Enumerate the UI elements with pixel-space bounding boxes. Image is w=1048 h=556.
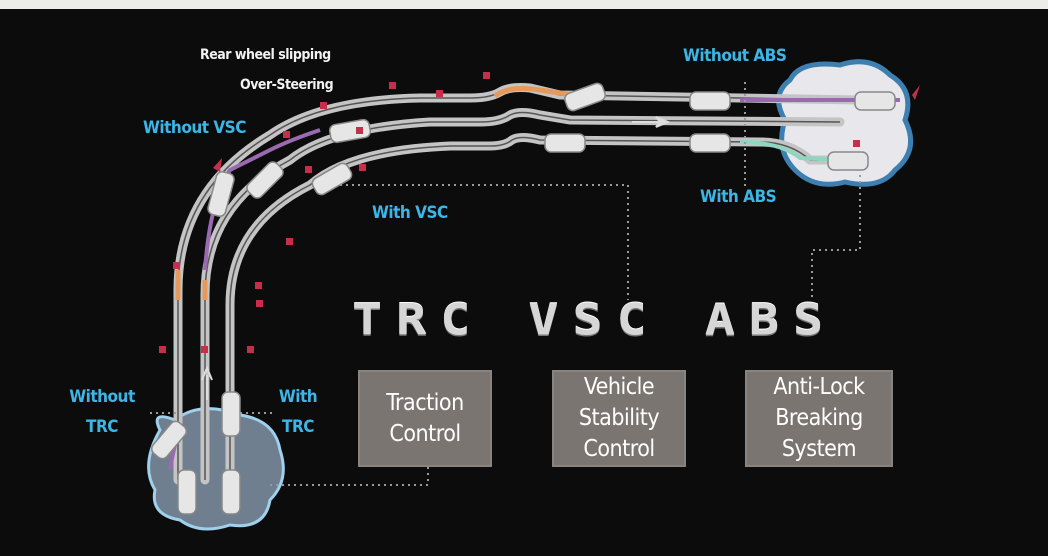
car xyxy=(207,171,235,217)
connector-trc xyxy=(270,467,429,486)
car xyxy=(854,91,896,111)
systems-title: TRC VSC ABS xyxy=(352,295,838,345)
label-without-trc-line1: Without xyxy=(69,387,135,407)
abs-trail xyxy=(739,140,841,162)
box-line: Stability xyxy=(578,405,660,431)
skid-trail-vsc xyxy=(203,128,321,271)
skid-arrow-icon xyxy=(213,158,222,172)
label-with-abs: With ABS xyxy=(700,187,777,207)
box-line: Anti-Lock xyxy=(773,374,865,400)
marker xyxy=(359,164,366,171)
box-line: Traction xyxy=(386,389,464,416)
marker xyxy=(283,131,290,138)
marker xyxy=(853,140,860,147)
top-band xyxy=(0,0,1048,9)
marker xyxy=(201,346,208,353)
marker xyxy=(286,238,293,245)
box-line: Control xyxy=(389,420,461,447)
marker xyxy=(436,90,443,97)
markers xyxy=(159,72,860,353)
marker xyxy=(389,82,396,89)
car xyxy=(221,469,241,515)
box-line: Breaking xyxy=(775,405,863,431)
car xyxy=(689,91,731,111)
label-with-trc-line2: TRC xyxy=(282,417,314,437)
label-with-trc-line1: With xyxy=(278,387,318,407)
marker xyxy=(159,346,166,353)
box-line: Vehicle xyxy=(583,374,655,400)
label-rear-wheel-slipping: Rear wheel slipping xyxy=(200,47,331,63)
arrow-right-icon xyxy=(632,116,671,128)
car xyxy=(328,118,372,144)
skid-arrow-icon xyxy=(912,85,920,100)
car xyxy=(689,133,731,153)
marker xyxy=(173,262,180,269)
box-line: System xyxy=(781,436,857,462)
slip-trail-trc xyxy=(175,270,208,300)
label-with-trc: With TRC xyxy=(270,382,326,442)
car xyxy=(221,391,241,437)
connectors xyxy=(150,82,861,486)
label-over-steering: Over-Steering xyxy=(240,77,334,93)
marker xyxy=(356,127,363,134)
connector-vsc xyxy=(340,184,629,300)
label-without-abs: Without ABS xyxy=(683,46,787,66)
car xyxy=(177,469,197,515)
marker xyxy=(305,166,312,173)
car xyxy=(827,151,869,171)
marker xyxy=(247,346,254,353)
label-without-trc: Without TRC xyxy=(62,382,142,442)
label-without-trc-line2: TRC xyxy=(86,417,118,437)
marker xyxy=(320,102,327,109)
road-centerline xyxy=(204,111,841,480)
slip-trail-oversteer xyxy=(493,86,581,99)
car xyxy=(246,161,284,199)
car xyxy=(564,82,606,112)
arrow-up-icon xyxy=(201,365,213,400)
label-without-vsc: Without VSC xyxy=(143,118,246,138)
box-line: Control xyxy=(583,436,655,462)
marker xyxy=(483,72,490,79)
connector-abs xyxy=(811,175,861,300)
car xyxy=(150,420,188,460)
marker xyxy=(256,300,263,307)
car xyxy=(311,162,353,196)
cars xyxy=(150,82,896,515)
label-with-vsc: With VSC xyxy=(372,203,448,223)
marker xyxy=(255,282,262,289)
car xyxy=(544,133,586,153)
